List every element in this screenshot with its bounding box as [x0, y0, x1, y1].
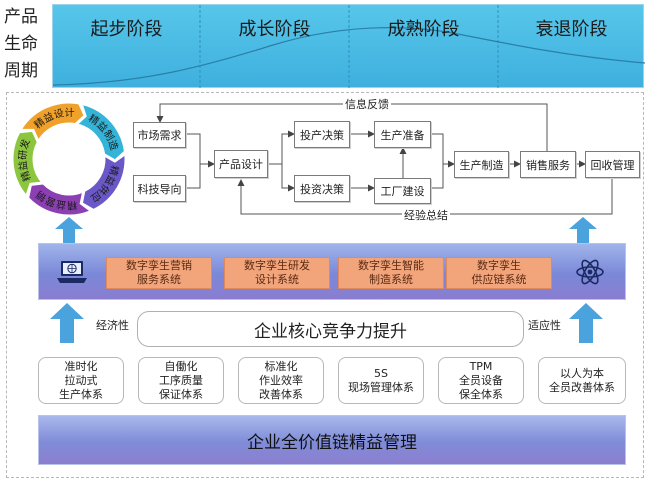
main-frame [6, 92, 644, 478]
product-design-box: 产品设计 [214, 150, 268, 178]
stage-startup: 起步阶段 [90, 19, 163, 40]
stage-maturity: 成熟阶段 [387, 19, 460, 40]
system-line: 自働化 [164, 359, 198, 373]
recycling-box: 回收管理 [585, 151, 640, 178]
lifecycle-curve [53, 5, 645, 89]
system-jidoka-box: 自働化工序质量保证体系 [138, 357, 224, 404]
cycle-segment [20, 102, 85, 141]
info-feedback-label: 信息反馈 [343, 96, 391, 112]
stage-decline: 衰退阶段 [535, 19, 608, 40]
investment-decision-box: 投资决策 [294, 175, 350, 202]
atom-icon [576, 259, 604, 285]
lifecycle-label-line-3: 周期 [4, 61, 38, 81]
tech-guidance-box: 科技导向 [133, 175, 186, 202]
production-prep-box: 生产准备 [374, 121, 431, 148]
core-competitiveness-box: 企业核心竞争力提升 [137, 311, 524, 347]
system-line: TPM [469, 359, 493, 373]
lifecycle-band: 起步阶段 成长阶段 成熟阶段 衰退阶段 [52, 4, 645, 89]
system-line: 5S [374, 366, 388, 380]
up-arrow-icon [569, 303, 603, 343]
economy-label: 经济性 [96, 319, 129, 332]
production-decision-box: 投产决策 [294, 121, 350, 148]
twin-smart-manufacturing-system: 数字孪生智能制造系统 [338, 257, 444, 289]
manufacturing-box: 生产制造 [454, 151, 509, 178]
conn-tech-design [186, 164, 201, 189]
system-line: 以人为本 [560, 366, 604, 380]
system-line: 标准化 [264, 359, 298, 373]
twin-line: 数字孪生智能 [358, 259, 424, 272]
twin-line: 制造系统 [369, 273, 413, 286]
cycle-ring [12, 102, 126, 216]
system-standardization-box: 标准化作业效率改善体系 [238, 357, 324, 404]
stage-growth: 成长阶段 [238, 19, 311, 40]
conn-prep-out [431, 133, 455, 168]
system-line: 全员设备 [459, 373, 503, 387]
twin-line: 数字孪生营销 [126, 259, 192, 272]
system-line: 保证体系 [159, 387, 203, 401]
value-chain-band: 企业全价值链精益管理 [38, 415, 626, 465]
conn-market-design [186, 133, 215, 168]
lifecycle-curve-line [53, 27, 645, 86]
plant-construction-box: 工厂建设 [374, 178, 431, 204]
twin-line: 设计系统 [255, 273, 299, 286]
up-arrow-icon [55, 217, 83, 243]
up-arrow-icon [569, 217, 597, 243]
twin-line: 供应链系统 [471, 273, 527, 286]
system-line: 生产体系 [59, 387, 103, 401]
system-line: 拉动式 [64, 373, 98, 387]
lifecycle-label-line-2: 生命 [4, 34, 38, 54]
system-people-box: 以人为本全员改善体系 [538, 357, 626, 404]
lean-cycle-diagram: 精益设计精益制造精益供应精益营销精益研发 [12, 102, 126, 216]
system-line: 保全体系 [459, 387, 503, 401]
cycle-segment [28, 183, 91, 216]
system-line: 全员改善体系 [549, 380, 615, 394]
adaptability-label: 适应性 [528, 319, 561, 332]
twin-line: 服务系统 [137, 273, 181, 286]
system-line: 工序质量 [159, 373, 203, 387]
conn-to-inv-decision [281, 164, 295, 192]
system-line: 准时化 [64, 359, 98, 373]
up-arrow-icon [50, 303, 84, 343]
market-demand-box: 市场需求 [133, 122, 186, 148]
cycle-segment [12, 130, 43, 197]
twin-rd-design-system: 数字孪生研发设计系统 [224, 257, 330, 289]
lifecycle-label: 产品 生命 周期 [4, 4, 48, 85]
laptop-globe-icon [57, 261, 87, 283]
lifecycle-label-line-1: 产品 [4, 7, 38, 27]
twin-marketing-service-system: 数字孪生营销服务系统 [106, 257, 212, 289]
experience-summary-label: 经验总结 [402, 207, 450, 223]
cycle-segment [76, 103, 125, 161]
cycle-segment [81, 154, 126, 210]
conn-plant-out [431, 164, 444, 189]
twin-line: 数字孪生 [477, 259, 521, 272]
twin-supply-chain-system: 数字孪生供应链系统 [446, 257, 552, 289]
sales-service-box: 销售服务 [520, 151, 576, 178]
system-line: 改善体系 [259, 387, 303, 401]
system-line: 作业效率 [259, 373, 303, 387]
system-line: 现场管理体系 [348, 380, 414, 394]
system-jit-box: 准时化拉动式生产体系 [38, 357, 124, 404]
twin-line: 数字孪生研发 [244, 259, 310, 272]
conn-to-prod-decision [281, 130, 295, 164]
